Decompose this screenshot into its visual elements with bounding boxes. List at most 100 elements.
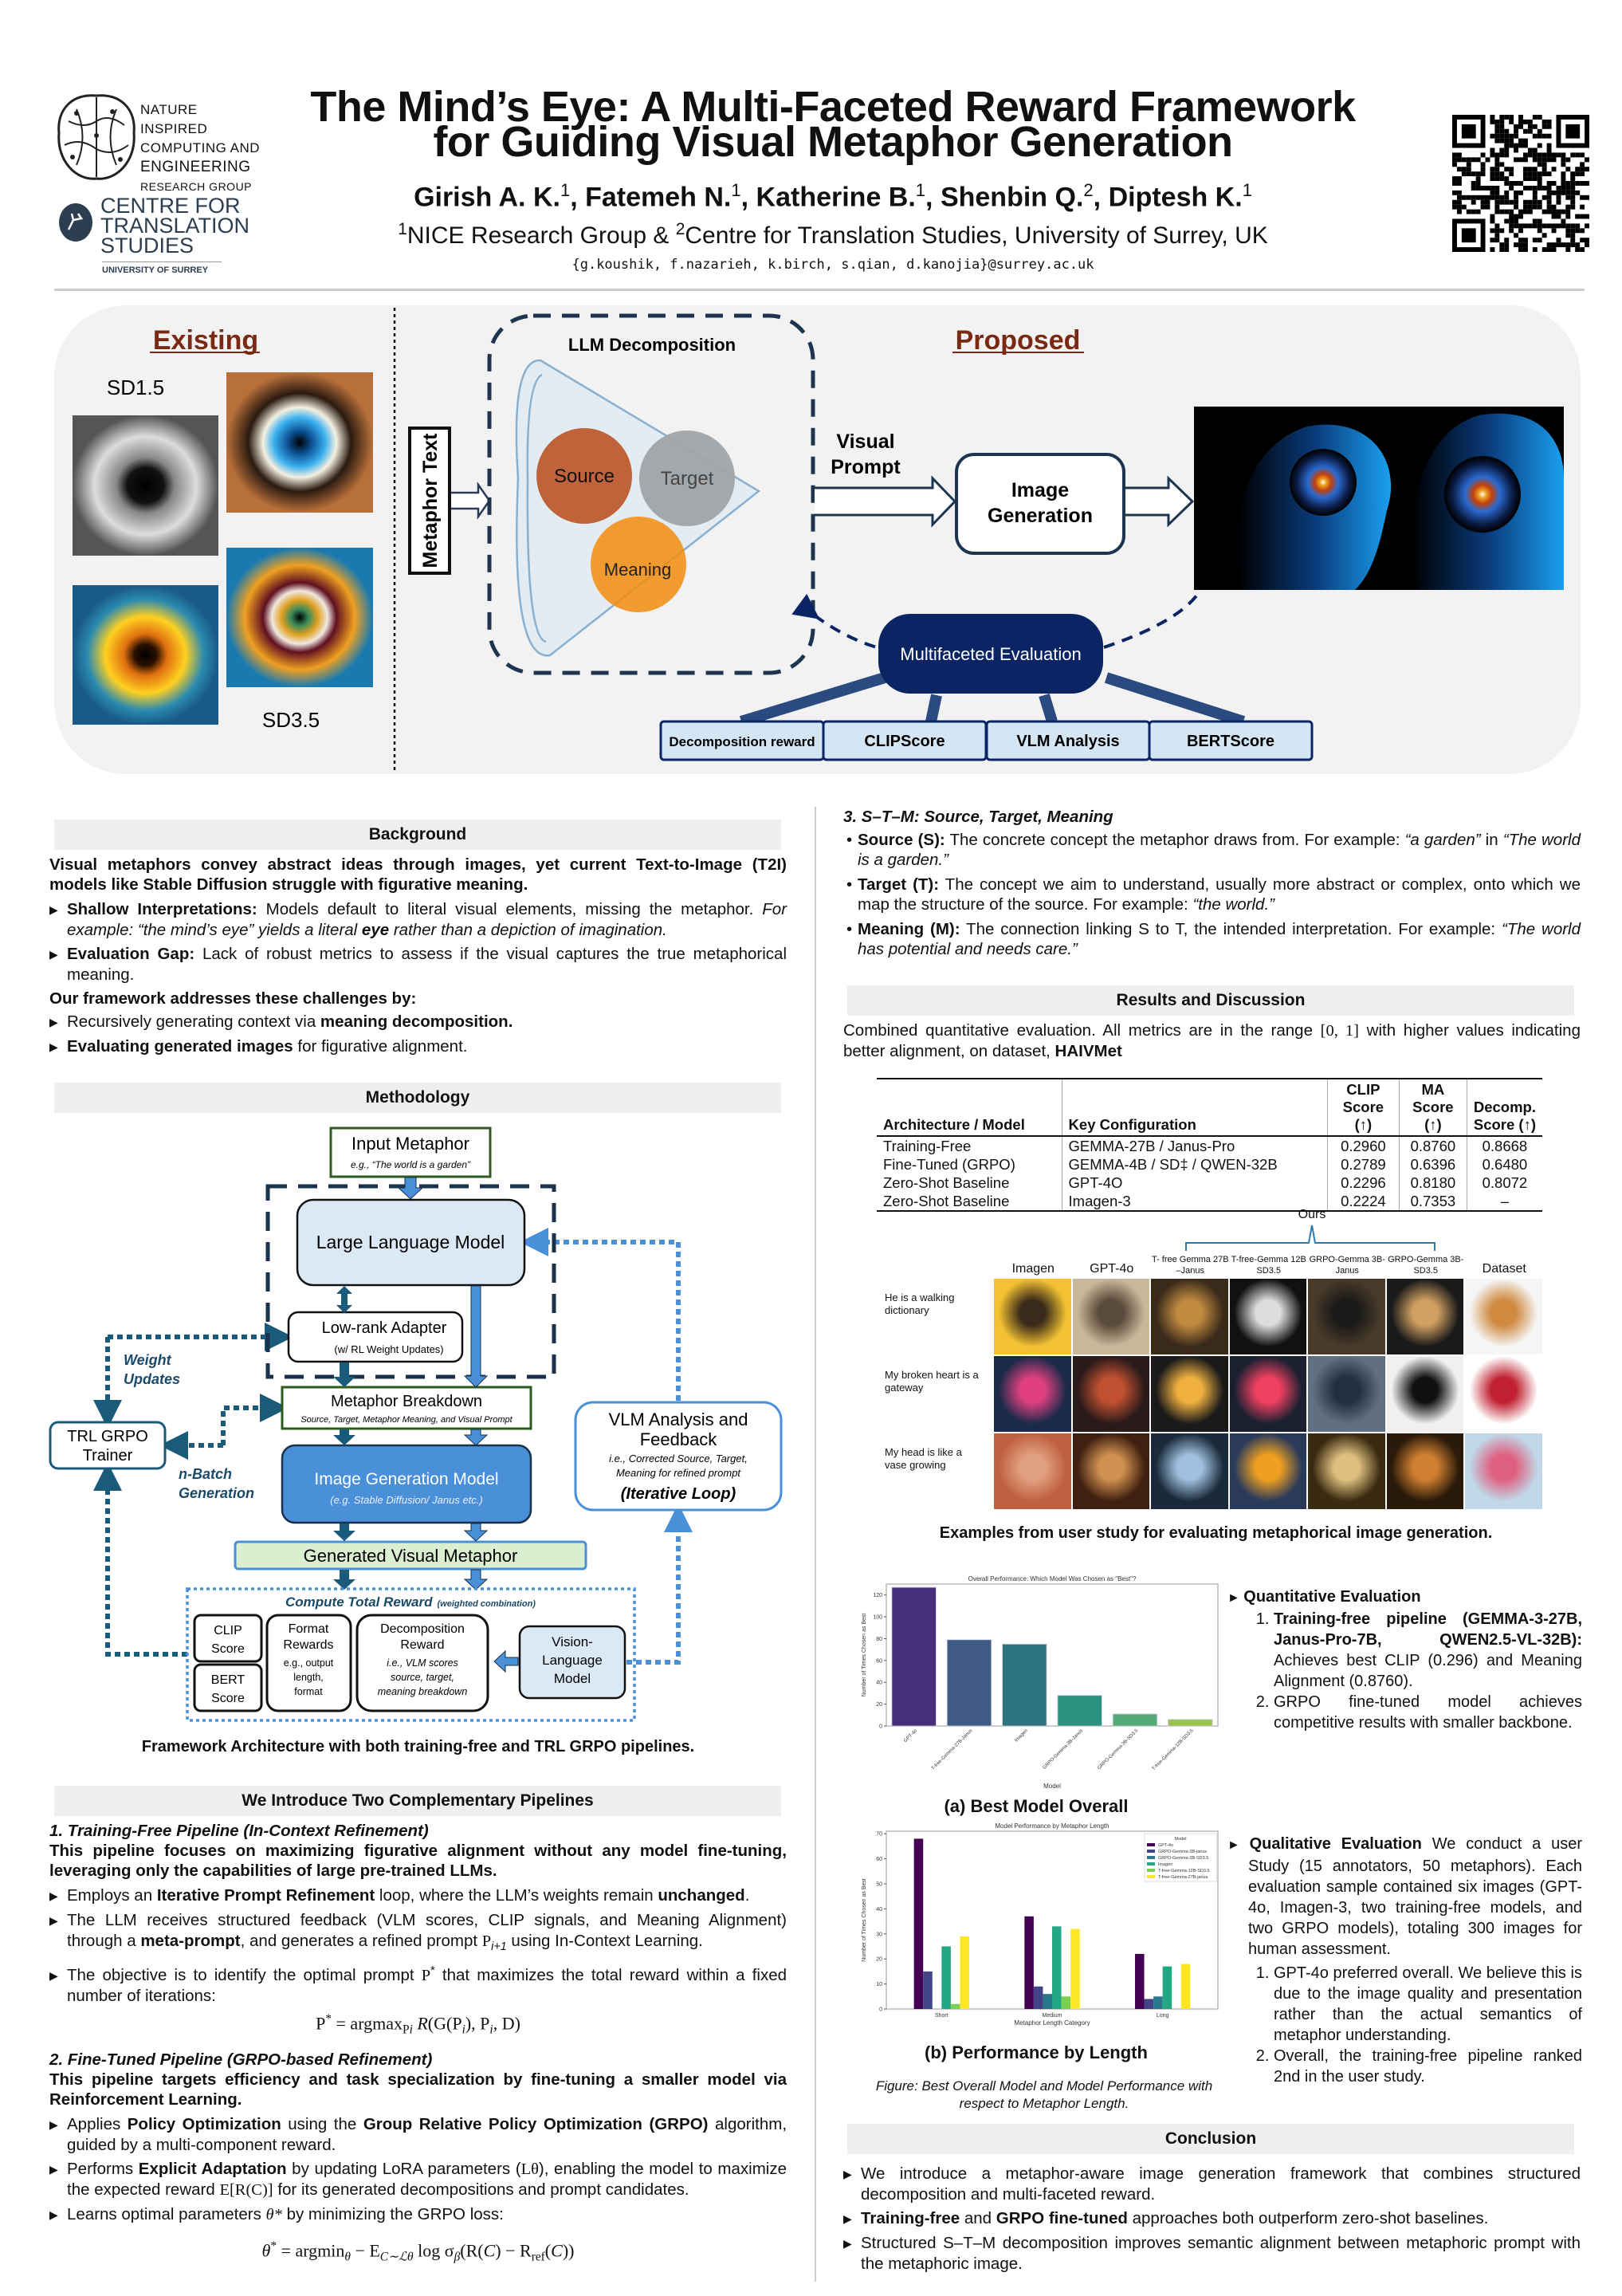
quantitative-evaluation: ► Quantitative Evaluation Training-free … — [1227, 1586, 1582, 1733]
text-run: Shallow Interpretations: — [67, 900, 257, 918]
reward-title: Compute Total Reward — [285, 1594, 433, 1610]
text-run: in — [1480, 831, 1503, 849]
text-run: Performs — [67, 2159, 139, 2178]
bar — [1043, 1994, 1052, 2009]
x-axis-label: Model — [1043, 1783, 1061, 1790]
bullet-item: The LLM receives structured feedback (VL… — [49, 1910, 787, 1957]
framework-diagram: Input Metaphor e.g., “The world is a gar… — [49, 1126, 783, 1722]
generated-image — [1465, 1433, 1542, 1509]
bar — [941, 1946, 951, 2009]
university-text: UNIVERSITY OF SURREY — [102, 261, 222, 275]
generated-image — [994, 1279, 1071, 1354]
text-run: “The world has potential and needs care.… — [858, 920, 1581, 958]
equation-grpo-loss: θ* = argminθ − EC∼ℒθ log σβ(R(C) − Rref(… — [49, 2236, 787, 2267]
logo-text: RESEARCH GROUP — [140, 180, 253, 193]
text-run: “The world is a garden.” — [858, 831, 1581, 869]
stm-item: Meaning (M): The connection linking S to… — [843, 919, 1581, 959]
text-run: * — [325, 2011, 332, 2026]
vlm-feedback-sub: i.e., Corrected Source, Target, — [609, 1453, 748, 1464]
generated-image — [1072, 1433, 1149, 1509]
list-item: GPT-4o preferred overall. We believe thi… — [1274, 1963, 1582, 2046]
qual-text: We conduct a user Study (15 annotators, … — [1248, 1835, 1582, 1958]
table-header: CLIP Score (↑) — [1326, 1079, 1400, 1136]
pipeline-2-lead: This pipeline targets efficiency and tas… — [49, 2070, 787, 2109]
section-header-methodology: Methodology — [54, 1083, 781, 1113]
bar — [1153, 1996, 1163, 2009]
text-run: The concrete concept the metaphor draws … — [945, 831, 1405, 849]
y-tick-label: 30 — [876, 1932, 882, 1937]
decomp-label: Reward — [400, 1638, 444, 1652]
text-run: using In-Context Learning. — [506, 1932, 703, 1950]
text-run: Source (S): — [858, 831, 945, 849]
table-cell: 0.2296 — [1326, 1174, 1400, 1192]
text-run: i — [409, 2023, 413, 2037]
ours-label: Ours — [1298, 1208, 1326, 1221]
y-axis-label: Number of Times Chosen as Best — [862, 1878, 867, 1962]
bar — [891, 1586, 937, 1727]
text-run: approaches both outperform zero-shot bas… — [1127, 2209, 1489, 2227]
text-run: θ* — [265, 2205, 282, 2223]
qualitative-evaluation: ► Qualitative Evaluation We conduct a us… — [1227, 1834, 1582, 2087]
author-name: Fatemeh N. — [585, 182, 732, 213]
qr-code[interactable] — [1452, 115, 1589, 252]
table-cell: 0.8760 — [1398, 1136, 1467, 1155]
bar — [1024, 1916, 1034, 2009]
vlm-feedback-sub: Meaning for refined prompt — [616, 1467, 741, 1479]
y-tick-label: 80 — [876, 1637, 882, 1642]
bar — [923, 1971, 933, 2009]
flow-arrows — [397, 1177, 519, 1673]
llm-decomposition-label: LLM Decomposition — [568, 335, 736, 355]
generated-image — [1465, 1356, 1542, 1432]
table-cell: 0.6396 — [1398, 1155, 1467, 1174]
text-run: for its generated decompositions and pro… — [273, 2180, 689, 2199]
vlm-label: Model — [554, 1671, 591, 1686]
text-run: C — [551, 2239, 563, 2260]
eye-image — [73, 415, 218, 556]
bullet-item: Employs an Iterative Prompt Refinement l… — [49, 1885, 787, 1906]
table-row: Fine-Tuned (GRPO)GEMMA-4B / SD‡ / QWEN-3… — [877, 1155, 1542, 1174]
table-cell: GEMMA-27B / Janus-Pro — [1061, 1136, 1328, 1155]
text-run: Combined quantitative evaluation. All me… — [843, 1021, 1321, 1040]
x-tick-label: Imagen — [1014, 1728, 1028, 1743]
x-tick-label: Long — [1157, 2013, 1169, 2019]
table-header: MA Score (↑) — [1398, 1079, 1467, 1136]
author-affiliation-mark: 1 — [560, 180, 571, 200]
table-cell: Training-Free — [883, 1138, 972, 1154]
plot-area — [886, 1583, 1219, 1727]
table-cell: 0.6480 — [1466, 1155, 1542, 1174]
text-run: Applies — [67, 2114, 128, 2133]
results-table: Architecture / Model Key Configuration C… — [877, 1078, 1542, 1212]
generated-image — [1229, 1279, 1306, 1354]
generated-visual-metaphor-box — [234, 1540, 587, 1571]
llm-dashed-box — [265, 1184, 556, 1379]
figure-caption: Figure: Best Overall Model and Model Per… — [875, 2078, 1213, 2111]
legend-swatch — [1147, 1843, 1155, 1846]
table-cell: Zero-Shot Baseline — [883, 1174, 1010, 1191]
email: {g.koushik, f.nazarieh, k.birch, s.qian,… — [571, 257, 1094, 273]
generated-image — [1386, 1279, 1463, 1354]
bert-label: Score — [211, 1692, 245, 1705]
metric-label: CLIPScore — [864, 733, 945, 750]
llm-label: Large Language Model — [316, 1232, 505, 1252]
text-run: Explicit Adaptation — [138, 2159, 287, 2178]
vlm-feedback-label: Feedback — [640, 1429, 718, 1449]
list-item: GRPO fine-tuned model achieves competiti… — [1274, 1692, 1582, 1733]
input-example: e.g., “The world is a garden” — [351, 1159, 471, 1170]
text-run: = argmax — [332, 2013, 403, 2034]
table-cell: 0.2789 — [1326, 1155, 1400, 1174]
bar — [1180, 1964, 1191, 2009]
clip-label: Score — [211, 1642, 245, 1656]
x-tick-label: GRPO-Gemma-3B-SD3.5 — [1097, 1728, 1140, 1771]
text-run: Models default to literal visual element… — [257, 900, 763, 918]
input-metaphor-label: Input Metaphor — [351, 1134, 469, 1154]
text-run: = argmin — [277, 2239, 345, 2260]
text-run: θ — [261, 2239, 271, 2260]
text-run: ) − R — [495, 2239, 532, 2260]
bullet-item: Structured S–T–M decomposition improves … — [843, 2233, 1581, 2274]
weight-updates-label: Updates — [124, 1371, 180, 1387]
text-run: ), P — [465, 2013, 490, 2034]
lora-box — [287, 1311, 464, 1363]
text-run: , D) — [493, 2013, 520, 2034]
x-tick-label: GPT-4o — [903, 1728, 918, 1744]
